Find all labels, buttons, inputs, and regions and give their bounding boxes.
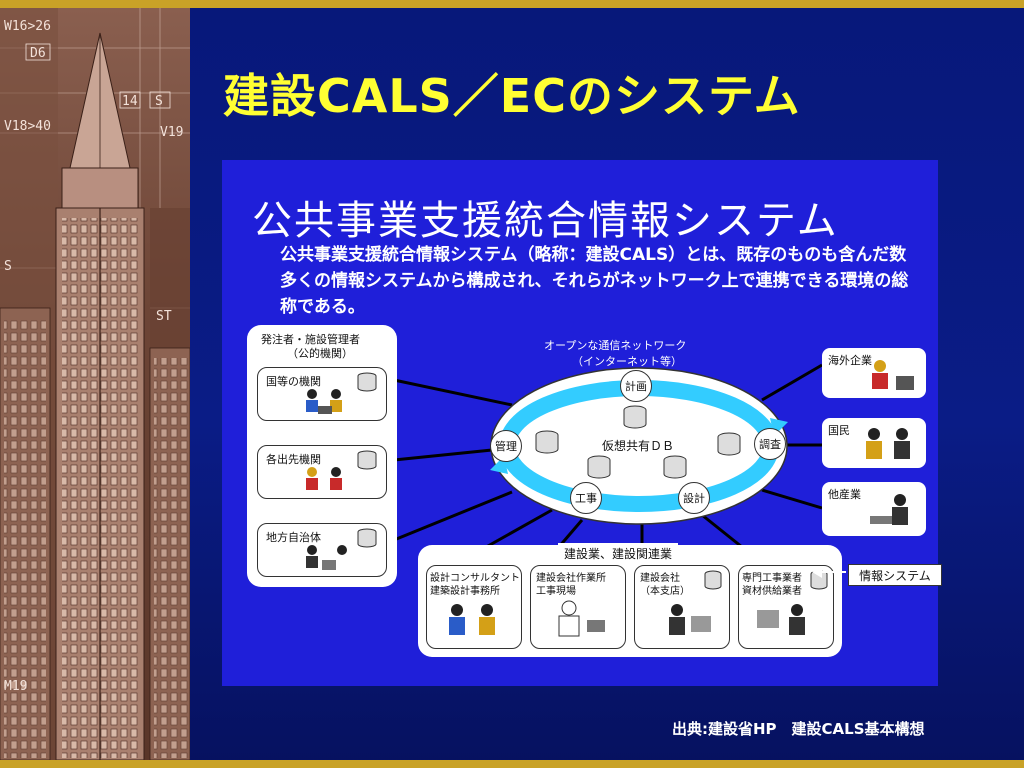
source-citation: 出典:建設省HP 建設CALS基本構想	[672, 720, 925, 738]
orderer-item: 各出先機関	[257, 445, 387, 499]
overseas-worker-illustration	[872, 360, 914, 390]
blueprint-label: M19	[4, 679, 27, 694]
group-citizens: 国民	[822, 418, 926, 468]
office-worker-illustration	[669, 604, 711, 635]
industry-item: 建設会社 （本支店）	[634, 565, 730, 649]
industry-item-line2: 資材供給業者	[742, 586, 802, 597]
orderer-subtitle: （公的機関）	[287, 347, 353, 360]
bottom-accent-bar	[0, 760, 1024, 768]
blueprint-label: 14	[122, 94, 138, 109]
info-system-label: 情報システム	[848, 564, 942, 586]
industry-panel: 建設業、建設関連業 設計コンサルタント 建築設計事務所 建設会社作業所 工事現場…	[418, 543, 842, 657]
database-icon	[623, 405, 647, 429]
top-accent-bar	[0, 0, 1024, 8]
workers-illustration	[306, 389, 342, 414]
industry-item-line2: 工事現場	[536, 586, 576, 597]
group-label: 他産業	[828, 488, 861, 501]
figure-title: 公共事業支援統合情報システム	[252, 198, 839, 244]
arrow-icon	[812, 566, 846, 578]
industry-item: 建設会社作業所 工事現場	[530, 565, 626, 649]
slide-title: 建設CALS／ECのシステム	[223, 69, 801, 123]
orderer-item-label: 国等の機関	[266, 375, 321, 388]
workers-illustration	[306, 467, 342, 490]
industry-item-line2: 建築設計事務所	[430, 586, 500, 597]
node-management: 管理	[490, 430, 522, 462]
site-worker-illustration	[558, 600, 605, 637]
industry-worker-illustration	[870, 494, 908, 525]
database-icon	[717, 432, 741, 456]
consultant-illustration	[449, 604, 495, 635]
workers-illustration	[306, 545, 347, 570]
cals-system-diagram: 公共事業支援統合情報システム 公共事業支援統合情報システム（略称：建設CALS）…	[222, 160, 938, 686]
database-icon	[357, 450, 377, 470]
industry-item-line2: （本支店）	[640, 586, 690, 597]
industry-item: 設計コンサルタント 建築設計事務所	[426, 565, 522, 649]
blueprint-label: D6	[30, 46, 46, 61]
database-icon	[663, 455, 687, 479]
database-icon	[704, 570, 722, 590]
blueprint-label: S	[155, 94, 163, 109]
industry-item-line1: 専門工事業者	[742, 573, 802, 584]
citizens-illustration	[866, 428, 910, 459]
group-label: 国民	[828, 424, 850, 437]
industry-item-line1: 建設会社作業所	[536, 573, 606, 584]
industry-item-line1: 建設会社	[640, 573, 680, 584]
orderer-item: 国等の機関	[257, 367, 387, 421]
blueprint-label: S	[4, 259, 12, 274]
industry-item-line1: 設計コンサルタント	[430, 573, 520, 584]
orderer-item-label: 地方自治体	[266, 531, 321, 544]
orderer-item: 地方自治体	[257, 523, 387, 577]
building-illustration: W16>26 D6 14 S V18>40 V19 S ST M19	[0, 8, 190, 760]
node-design: 設計	[678, 482, 710, 514]
orderer-item-label: 各出先機関	[266, 453, 321, 466]
supplier-worker-illustration	[757, 604, 805, 635]
orderer-panel: 発注者・施設管理者 （公的機関） 国等の機関 各出先機関 地方自治体	[247, 325, 397, 587]
group-label: 海外企業	[828, 354, 872, 367]
database-icon	[357, 528, 377, 548]
industry-title: 建設業、建設関連業	[558, 543, 679, 564]
blueprint-label: W16>26	[4, 19, 51, 34]
network-caption-1: オープンな通信ネットワーク	[544, 339, 687, 352]
database-icon	[587, 455, 611, 479]
node-planning: 計画	[620, 370, 652, 402]
figure-description: 公共事業支援統合情報システム（略称：建設CALS）とは、既存のものも含んだ数多く…	[280, 245, 909, 317]
orderer-title: 発注者・施設管理者	[261, 333, 360, 346]
network-caption-2: （インターネット等）	[572, 355, 682, 368]
virtual-shared-db-label: 仮想共有ＤＢ	[602, 439, 675, 453]
blueprint-label: ST	[156, 309, 172, 324]
node-construction: 工事	[570, 482, 602, 514]
database-icon	[357, 372, 377, 392]
industry-item: 専門工事業者 資材供給業者	[738, 565, 834, 649]
database-icon	[535, 430, 559, 454]
group-other-industries: 他産業	[822, 482, 926, 536]
group-overseas-companies: 海外企業	[822, 348, 926, 398]
blueprint-label: V19	[160, 125, 183, 140]
node-survey: 調査	[754, 428, 786, 460]
building-blueprint-decoration: W16>26 D6 14 S V18>40 V19 S ST M19	[0, 8, 190, 760]
blueprint-label: V18>40	[4, 119, 51, 134]
